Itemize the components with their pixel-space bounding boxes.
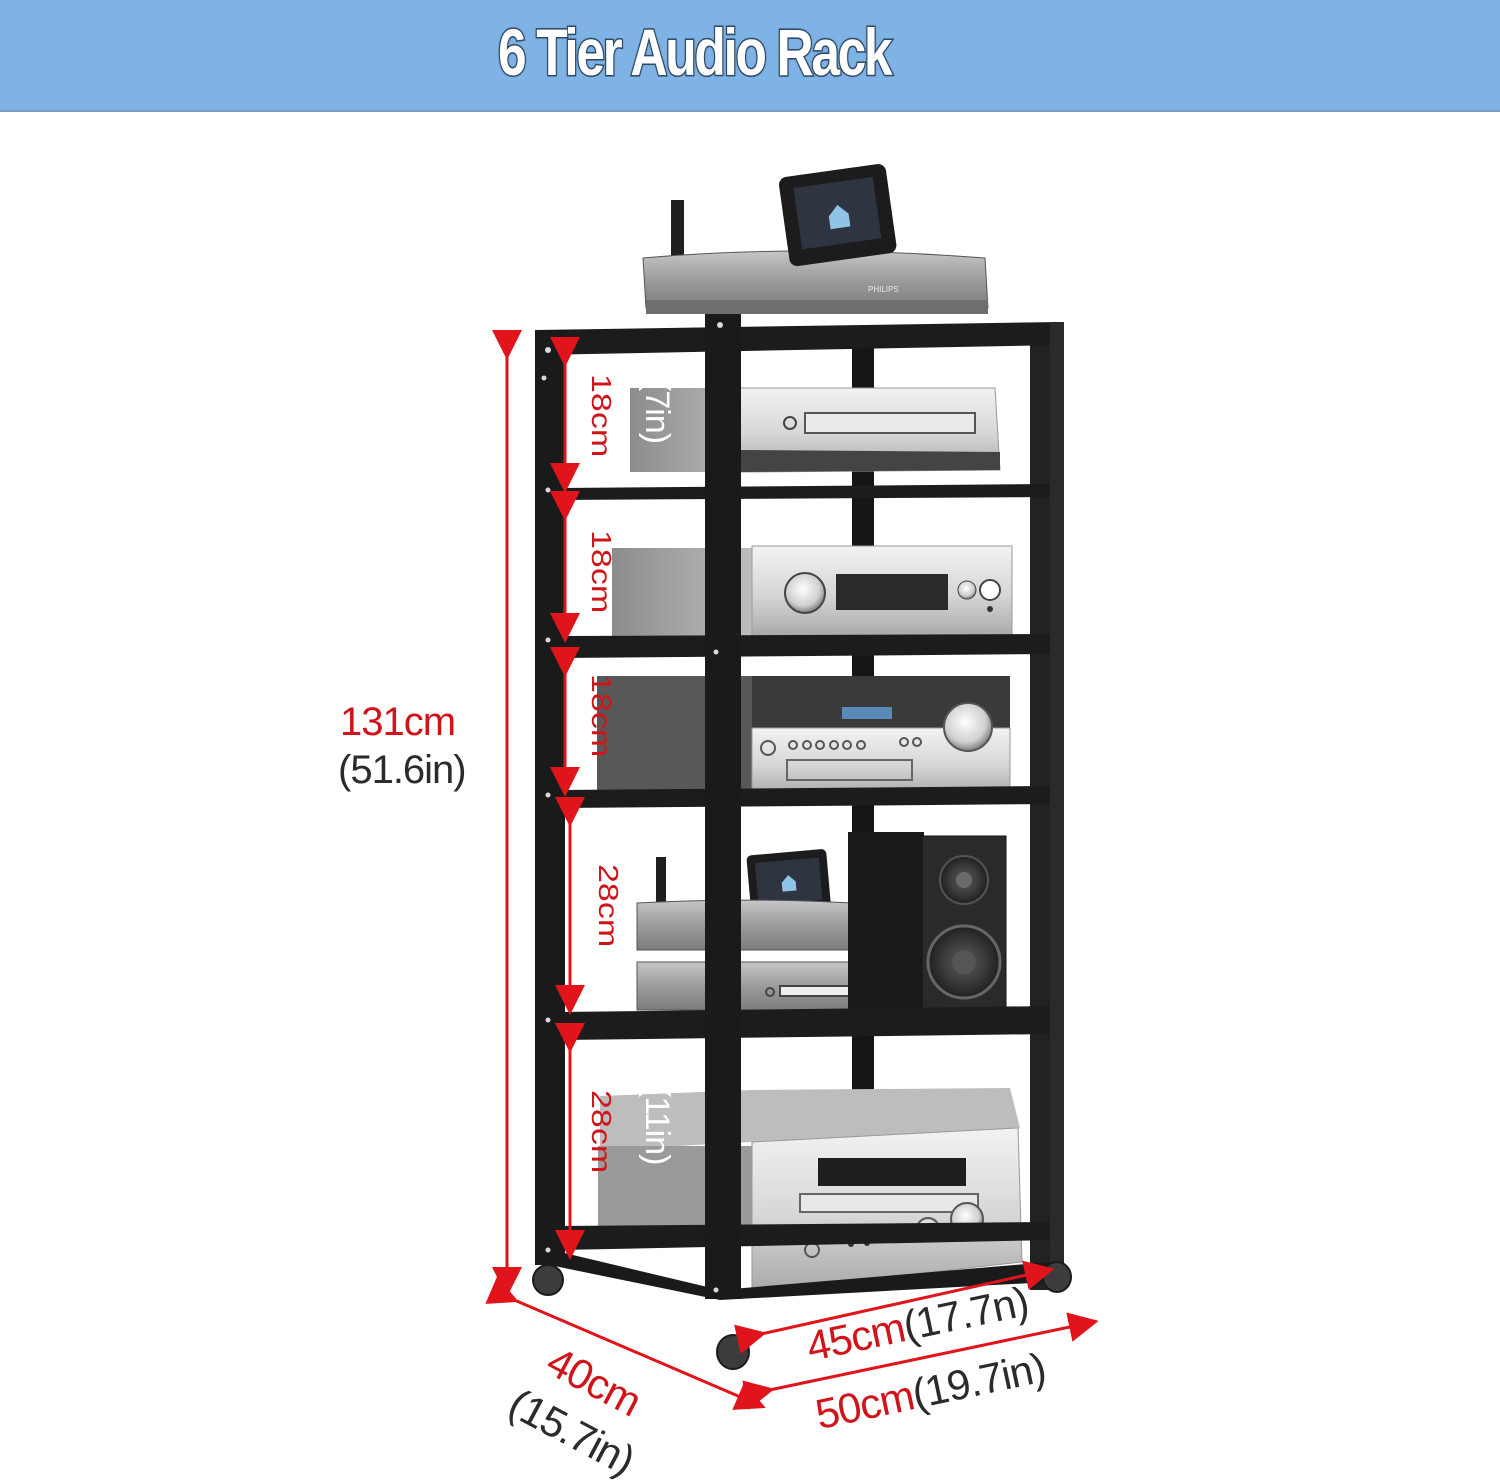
shelves: [535, 322, 1060, 1250]
brand-label: PHILIPS: [868, 285, 899, 294]
outer-width-arrow: [742, 1312, 1099, 1410]
cd-player-tier1: [630, 387, 1001, 473]
depth-arrow: [485, 1276, 766, 1410]
tier2-metric-label: 18cm: [585, 530, 617, 614]
tier5-imperial-label: (11in): [638, 1086, 676, 1165]
tier1-imperial-label: (7in): [638, 380, 676, 444]
audio-rack-illustration: PHILIPS: [485, 164, 1099, 1410]
dimension-arrows: [485, 330, 1099, 1410]
amplifier-tier2: [612, 545, 1013, 637]
height-metric-label: 131cm: [340, 700, 456, 744]
page-title: 6 Tier Audio Rack: [497, 14, 894, 91]
tier5-metric-label: 28cm: [585, 1090, 617, 1174]
product-image-area: PHILIPS: [0, 112, 1500, 1484]
bookshelf-speaker-tier4: [848, 832, 1007, 1023]
tier1-metric-label: 18cm: [585, 374, 617, 458]
height-imperial-label: (51.6in): [338, 748, 467, 792]
title-banner: 6 Tier Audio Rack: [0, 0, 1500, 112]
tier3-metric-label: 18cm: [585, 674, 617, 758]
tier4-metric-label: 28cm: [592, 864, 624, 948]
top-network-player: PHILIPS: [642, 164, 989, 314]
av-receiver-tier3: [597, 676, 1011, 797]
